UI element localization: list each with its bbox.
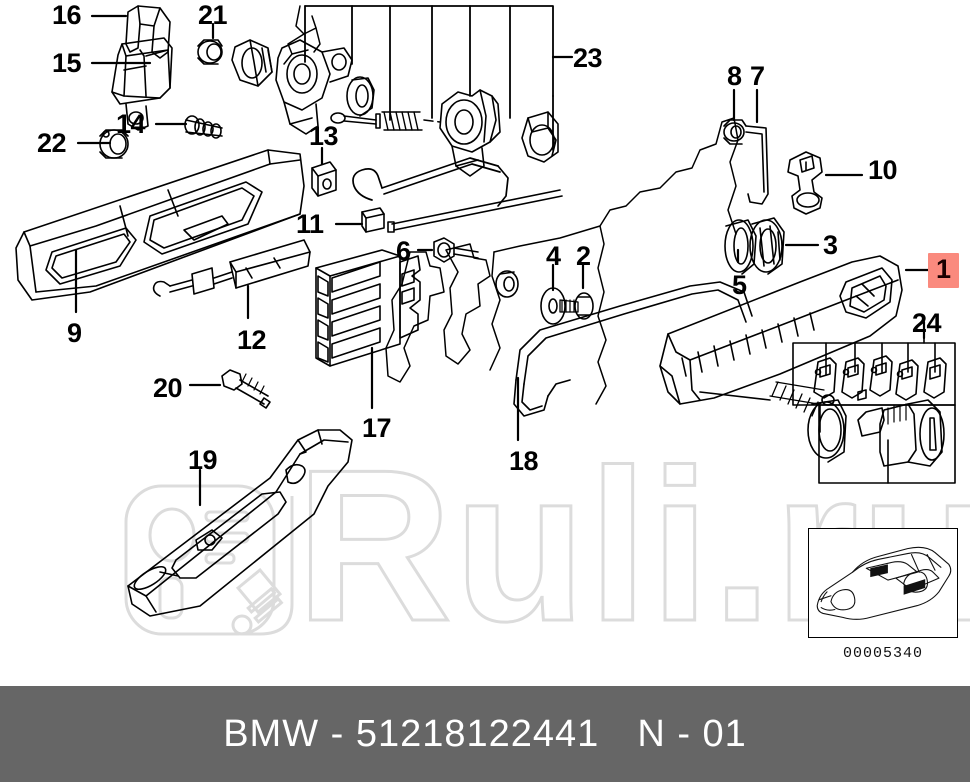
part-5-ring xyxy=(724,219,757,275)
callout-6[interactable]: 6 xyxy=(396,236,411,266)
bracket-23 xyxy=(304,5,554,151)
callout-21[interactable]: 21 xyxy=(198,0,228,30)
part-11 xyxy=(361,207,385,233)
callout-13[interactable]: 13 xyxy=(309,121,339,151)
part-23-spring-clip xyxy=(283,5,321,65)
part-9-door-panel xyxy=(15,149,305,301)
part-23-rotor xyxy=(439,89,501,177)
callout-5[interactable]: 5 xyxy=(732,270,747,300)
part-3-ring xyxy=(749,217,785,275)
part-23-washer xyxy=(346,76,375,117)
part-22 xyxy=(99,129,129,159)
callout-22[interactable]: 22 xyxy=(37,128,67,158)
part-4 xyxy=(540,287,566,325)
part-17 xyxy=(315,249,421,367)
callout-12[interactable]: 12 xyxy=(237,325,267,355)
callout-17[interactable]: 17 xyxy=(362,413,392,443)
part-23-rightclip xyxy=(521,111,559,163)
callout-9[interactable]: 9 xyxy=(67,318,82,348)
part-14 xyxy=(184,115,223,139)
footer-part-number: BMW - 51218122441 xyxy=(223,712,600,755)
vehicle-thumbnail xyxy=(808,528,958,638)
callout-20[interactable]: 20 xyxy=(153,373,183,403)
footer-bar: BMW - 51218122441 N - 01 xyxy=(0,686,970,782)
part-10 xyxy=(787,151,823,215)
part-1-door-handle xyxy=(659,255,903,405)
part-12 xyxy=(152,239,311,297)
part-7 xyxy=(745,125,769,205)
part-long-rod xyxy=(352,157,509,207)
callout-2[interactable]: 2 xyxy=(576,241,591,271)
callout-16[interactable]: 16 xyxy=(52,0,82,30)
part-23-collar xyxy=(231,39,273,87)
part-19-bracket xyxy=(127,429,353,617)
callout-4[interactable]: 4 xyxy=(546,241,561,271)
leader-lines xyxy=(74,14,930,507)
callout-23[interactable]: 23 xyxy=(573,43,603,73)
part-18-seal xyxy=(513,281,753,417)
part-23-latch xyxy=(275,39,353,135)
part-21 xyxy=(197,39,223,65)
part-small-ring xyxy=(495,270,519,298)
callout-14[interactable]: 14 xyxy=(116,109,146,139)
door-skin-contour xyxy=(385,117,739,405)
part-24-cylinder xyxy=(857,399,945,467)
footer-sheet-code: N - 01 xyxy=(637,712,747,755)
callout-24[interactable]: 24 xyxy=(912,308,942,338)
callout-1[interactable]: 1 xyxy=(928,253,959,288)
part-8 xyxy=(723,119,747,145)
part-23-pin-spring xyxy=(330,111,441,131)
callout-10[interactable]: 10 xyxy=(868,155,898,185)
callout-3[interactable]: 3 xyxy=(823,230,838,260)
part-20 xyxy=(221,369,271,409)
thumbnail-code: 00005340 xyxy=(842,645,923,662)
callout-18[interactable]: 18 xyxy=(509,446,539,476)
callout-15[interactable]: 15 xyxy=(52,48,82,78)
callout-7[interactable]: 7 xyxy=(750,61,765,91)
callout-11[interactable]: 11 xyxy=(296,209,324,239)
callout-8[interactable]: 8 xyxy=(727,61,742,91)
part-15 xyxy=(111,37,173,131)
part-24-tumblers xyxy=(813,355,947,401)
part-13 xyxy=(311,161,337,197)
part-24-collar-ring xyxy=(807,399,847,463)
callout-19[interactable]: 19 xyxy=(188,445,218,475)
part-connecting-rod xyxy=(387,189,563,233)
